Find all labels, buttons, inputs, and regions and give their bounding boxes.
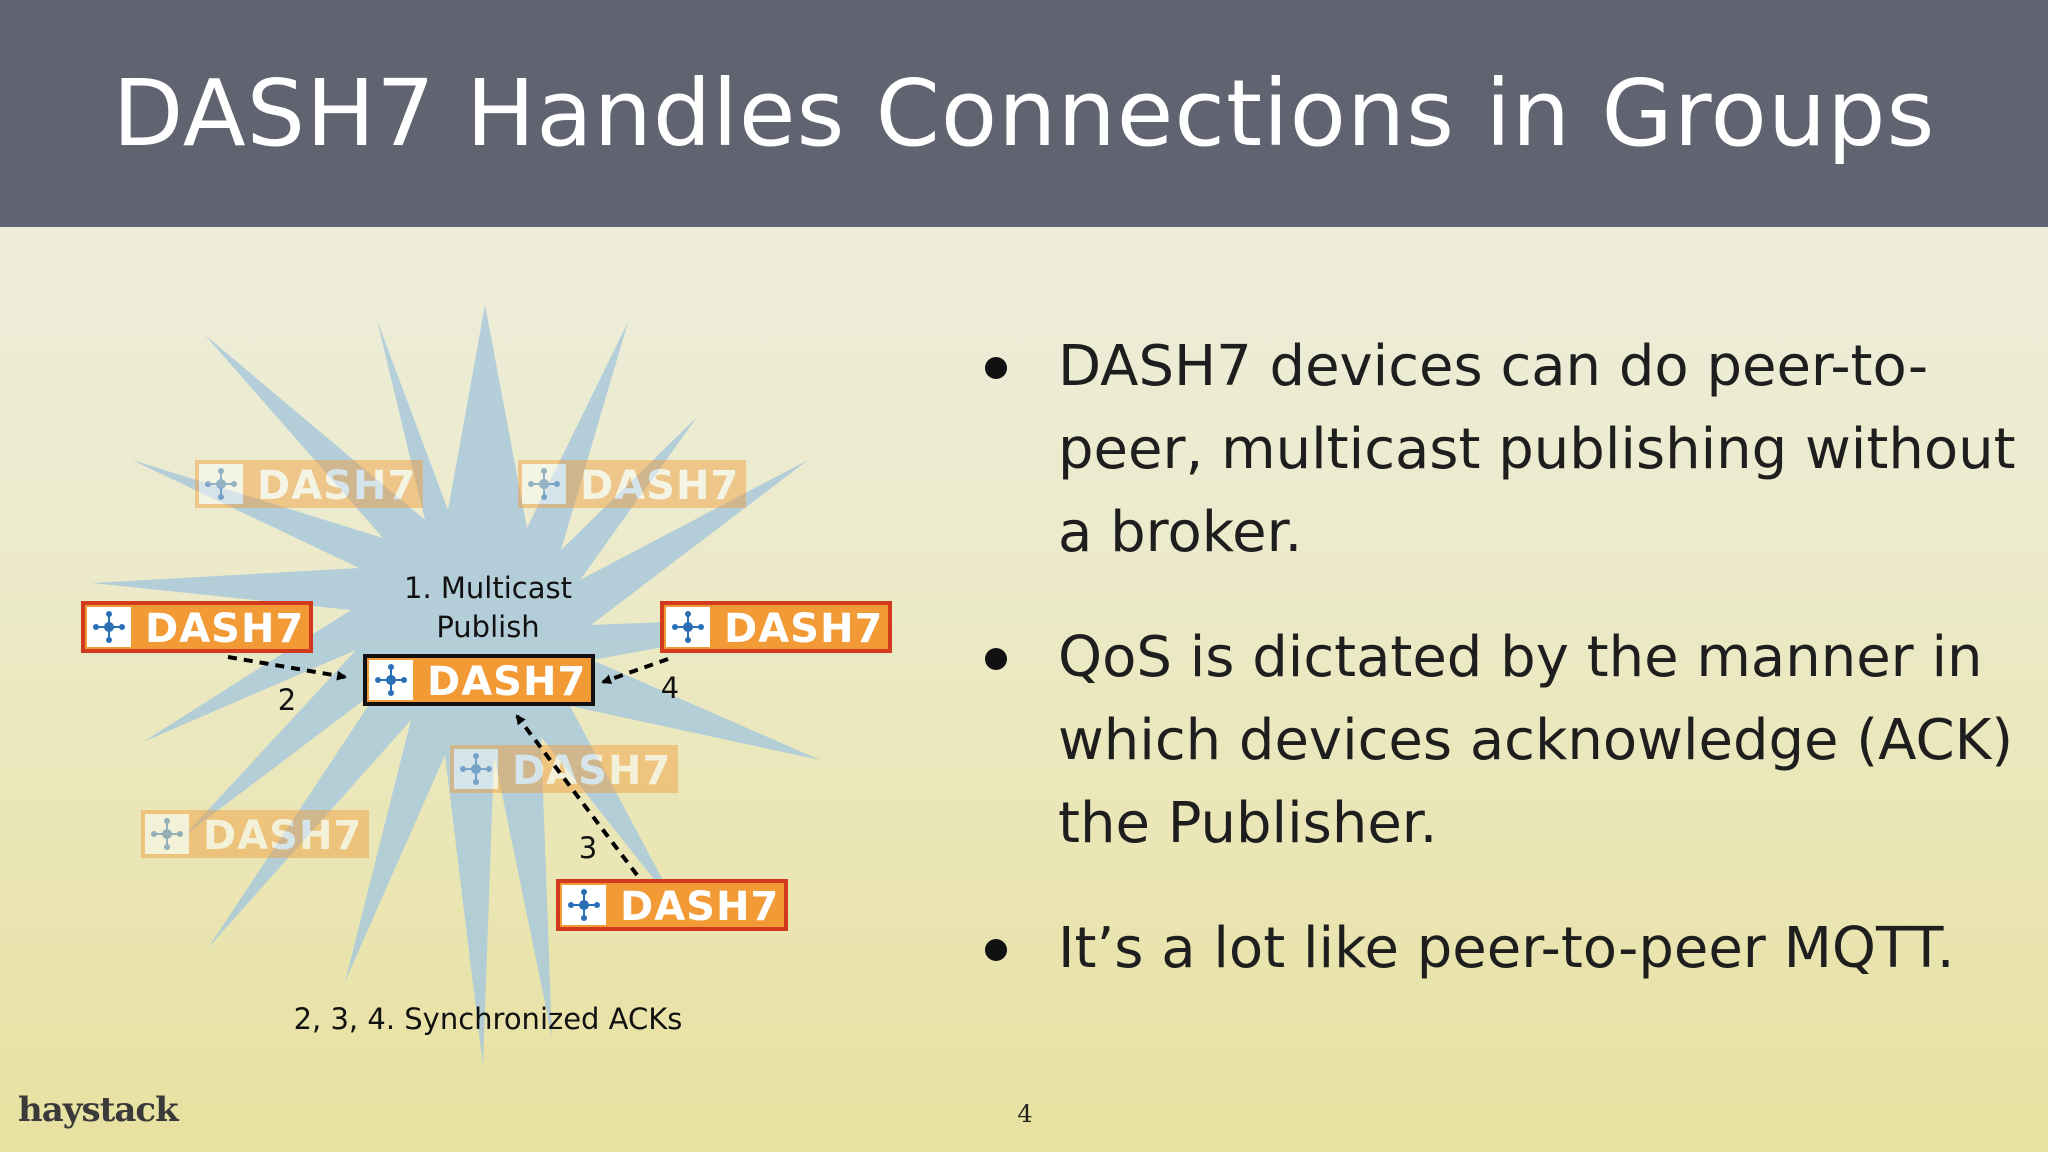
ack-arrow-4 [601,657,669,685]
network-icon [151,818,183,850]
step1-label-line1: 1. Multicast [404,571,572,605]
dash7-node-right: DASH7 [660,601,892,653]
bullet-text: QoS is dictated by the manner in which d… [1058,625,2014,856]
dash7-node-label: DASH7 [580,463,739,509]
bullet-list: DASH7 devices can do peer-to-peer, multi… [980,325,2020,1032]
network-icon [568,889,600,921]
network-icon [672,611,704,643]
synchronized-acks-label: 2, 3, 4. Synchronized ACKs [294,1002,683,1036]
dash7-node-faded-1: DASH7 [195,460,423,509]
dash7-node-publisher: DASH7 [363,654,595,706]
dash7-node-bottom: DASH7 [556,879,788,931]
dash7-node-label: DASH7 [427,659,586,705]
bullet-item: DASH7 devices can do peer-to-peer, multi… [980,325,2020,574]
ack-label-3: 3 [579,831,597,865]
dash7-node-faded-3: DASH7 [450,745,678,794]
dash7-node-label: DASH7 [257,463,416,509]
dash7-node-label: DASH7 [512,748,671,794]
dash7-node-label: DASH7 [145,606,304,652]
network-icon [375,664,407,696]
ack-arrow-3 [515,714,639,877]
bullet-dot [985,939,1007,961]
slide-title: DASH7 Handles Connections in Groups [112,60,1936,167]
dash7-node-label: DASH7 [724,606,883,652]
title-bar [0,0,2048,227]
ack-arrow-2 [227,655,347,681]
page-number: 4 [1017,1100,1033,1128]
network-icon [205,468,237,500]
dash7-node-label: DASH7 [620,884,779,930]
network-icon [460,753,492,785]
bullet-item: It’s a lot like peer-to-peer MQTT. [980,907,2020,990]
bullet-dot [985,357,1007,379]
dash7-node-faded-4: DASH7 [141,810,369,859]
bullet-dot [985,648,1007,670]
ack-label-4: 4 [661,671,679,705]
dash7-node-faded-2: DASH7 [518,460,746,509]
step1-label-line2: Publish [436,610,539,644]
network-icon [528,468,560,500]
dash7-node-left: DASH7 [81,601,313,653]
haystack-logo: haystack [18,1090,179,1130]
dash7-group-diagram: DASH7 DASH7 DASH7 [81,305,892,1066]
bullet-text: It’s a lot like peer-to-peer MQTT. [1058,916,1955,981]
ack-label-2: 2 [278,683,296,717]
dash7-node-label: DASH7 [203,813,362,859]
bullet-text: DASH7 devices can do peer-to-peer, multi… [1058,334,2016,565]
bullet-item: QoS is dictated by the manner in which d… [980,616,2020,865]
network-icon [93,611,125,643]
